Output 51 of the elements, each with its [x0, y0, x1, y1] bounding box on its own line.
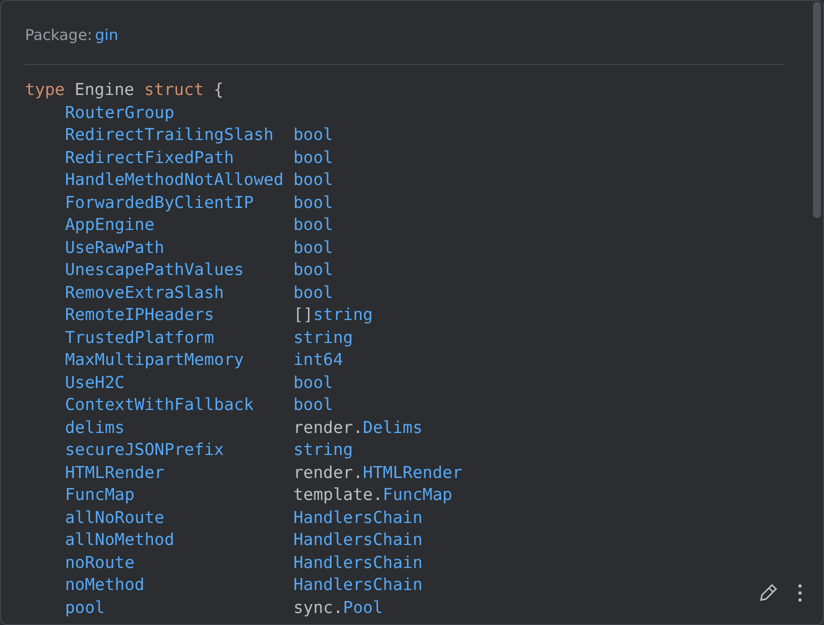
keyword: type — [25, 80, 65, 100]
field-name: AppEngine — [65, 215, 154, 235]
field-type: bool — [293, 238, 334, 258]
field-name: allNoRoute — [65, 508, 164, 528]
field-type: bool — [293, 395, 334, 415]
field-type: string — [293, 328, 353, 348]
field-name: pool — [65, 598, 105, 618]
field-name: FuncMap — [65, 485, 135, 505]
field-name: RemoteIPHeaders — [65, 305, 214, 325]
field-name: RouterGroup — [65, 102, 174, 122]
field-name: UseH2C — [65, 372, 125, 392]
field-type: render.HTMLRender — [293, 462, 462, 482]
field-type: bool — [293, 170, 334, 190]
field-name: RemoveExtraSlash — [65, 282, 224, 302]
package-name: gin — [95, 25, 118, 45]
field-type: bool — [293, 148, 334, 168]
brace: { — [214, 80, 224, 100]
field-name: RedirectTrailingSlash — [65, 125, 274, 145]
field-type: sync.Pool — [293, 598, 383, 618]
field-type: HandlersChain — [293, 552, 423, 572]
field-type: HandlersChain — [293, 508, 423, 528]
field-type: bool — [293, 260, 334, 280]
field-type: bool — [293, 215, 334, 235]
field-type: int64 — [293, 350, 344, 370]
type-name: Engine — [74, 80, 134, 100]
field-name: delims — [65, 418, 125, 438]
field-name: MaxMultipartMemory — [65, 350, 244, 370]
field-type: []string — [293, 305, 373, 325]
field-name: allNoMethod — [65, 530, 174, 550]
keyword: struct — [144, 80, 204, 100]
field-type: HandlersChain — [293, 575, 423, 595]
field-type: template.FuncMap — [293, 485, 452, 505]
field-type: HandlersChain — [293, 530, 423, 550]
field-name: HTMLRender — [65, 462, 164, 482]
field-name: TrustedPlatform — [65, 328, 214, 348]
field-type: bool — [293, 372, 334, 392]
field-name: UseRawPath — [65, 238, 164, 258]
field-name: ContextWithFallback — [65, 395, 254, 415]
field-name: HandleMethodNotAllowed — [65, 170, 284, 190]
field-name: noMethod — [65, 575, 144, 595]
field-name: secureJSONPrefix — [65, 440, 224, 460]
field-type: bool — [293, 192, 334, 212]
field-type: string — [293, 440, 353, 460]
field-name: noRoute — [65, 552, 135, 572]
field-type: render.Delims — [293, 418, 423, 438]
field-name: RedirectFixedPath — [65, 148, 234, 168]
field-name: ForwardedByClientIP — [65, 192, 254, 212]
field-name: UnescapePathValues — [65, 260, 244, 280]
package-label: Package: — [25, 25, 92, 45]
field-type: bool — [293, 125, 334, 145]
field-type: bool — [293, 282, 334, 302]
